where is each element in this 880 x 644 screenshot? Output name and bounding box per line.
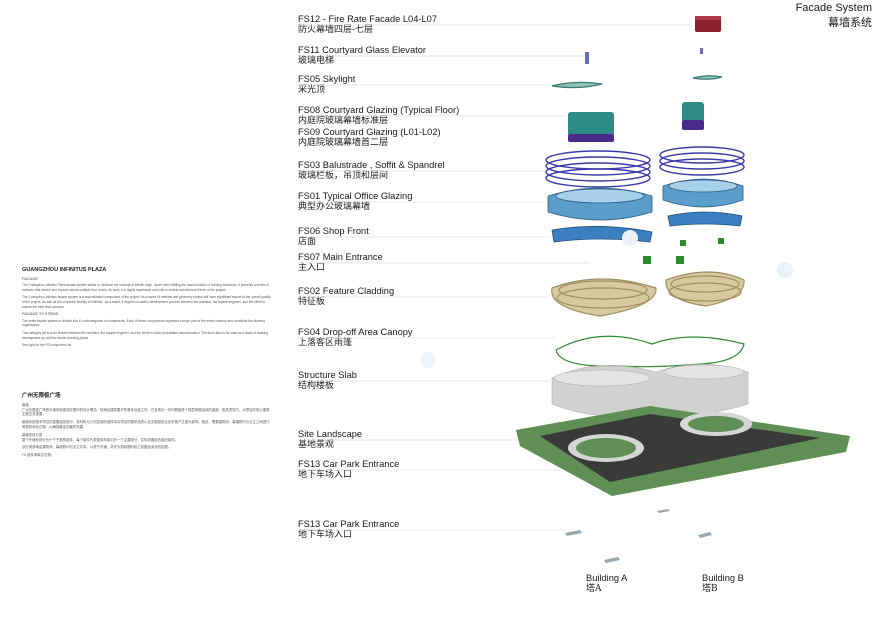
label-cn: 玻璃电梯 <box>298 56 335 66</box>
label-en: FS05 Skylight <box>298 74 356 84</box>
canopy-shape <box>555 335 745 368</box>
label-fs02: FS02 Feature Cladding 特征板 <box>298 286 394 308</box>
label-structure-slab: Structure Slab 结构楼板 <box>298 370 357 392</box>
label-en: FS02 Feature Cladding <box>298 286 395 296</box>
fire-facade-shape <box>695 16 721 32</box>
leader-lines <box>298 24 690 531</box>
label-cn: 地下车场入口 <box>298 470 353 480</box>
paragraph: The Guangzhou Infinitus Plaza façade sys… <box>22 283 269 292</box>
label-fs07: FS07 Main Entrance 主入口 <box>298 252 383 274</box>
label-fs01: FS01 Typical Office Glazing 典型办公玻璃幕墙 <box>298 191 412 213</box>
label-cn: 特征板 <box>298 297 326 307</box>
section-heading-facade: FACADE <box>22 275 39 281</box>
main-entrance-shape <box>643 256 684 264</box>
paragraph: 整个外墙系统分为十个子类别组件，每个组件代表整体构成中的一个主要部分，并构成图纸… <box>22 437 178 442</box>
label-en: FS13 Car Park Entrance <box>298 459 400 469</box>
label-cn: 典型办公玻璃幕墙 <box>298 202 371 212</box>
project-heading: GUANGZHOU INFINITUS PLAZA <box>22 267 107 273</box>
office-glazing-shape <box>547 178 744 221</box>
label-fs13: FS13 Car Park Entrance 地下车场入口 <box>298 459 399 481</box>
label-cn: 基地景观 <box>298 440 335 450</box>
paragraph: 广州无限极广场的外墙系统强调无限环的设计理念。除满足建筑围护的基本功能之外，它呈… <box>22 407 270 417</box>
label-en: Site Landscape <box>298 429 363 439</box>
courtyard-glazing-shape <box>568 102 704 142</box>
description-cn: 广州无限极广场 幕墙 广州无限极广场的外墙系统强调无限环的设计理念。除满足建筑围… <box>22 393 272 461</box>
label-en: Structure Slab <box>298 370 357 380</box>
watermark-stamps <box>420 230 793 368</box>
label-cn: 内庭院玻璃幕墙首二层 <box>298 138 389 148</box>
skylight-shape <box>551 75 723 89</box>
label-en: FS04 Drop-off Area Canopy <box>298 327 413 337</box>
label-en: FS09 Courtyard Glazing (L01-L02) <box>298 127 441 137</box>
label-cn: 防火幕墙四层-七层 <box>298 25 374 35</box>
label-cn: 上落客区雨篷 <box>298 338 353 348</box>
label-en: FS12 - Fire Rate Facade L04-L07 <box>298 14 438 24</box>
label-cn: 地下车场入口 <box>298 530 353 540</box>
label-cn: 结构楼板 <box>298 381 335 391</box>
label-en: FS01 Typical Office Glazing <box>298 191 413 201</box>
building-b-en: Building B <box>702 573 744 583</box>
label-fs09: FS09 Courtyard Glazing (L01-L02) 内庭院玻璃幕墙… <box>298 127 441 149</box>
label-fs03: FS03 Balustrade , Soffit & Spandrel 玻璃栏板… <box>298 160 445 182</box>
paragraph: 该分类清单由建筑师、幕墙顾问与业主共享，以便于沟通，并作为招标图阶段之前图纸深化… <box>22 445 172 450</box>
feature-cladding-shape <box>551 271 745 317</box>
label-fs12: FS12 - Fire Rate Facade L04-L07 防火幕墙四层-七… <box>298 14 437 36</box>
building-a-en: Building A <box>586 573 628 583</box>
label-en: FS03 Balustrade , Soffit & Spandrel <box>298 160 445 170</box>
label-cn: 玻璃栏板，吊顶和层间 <box>298 171 389 181</box>
label-cn: 店面 <box>298 237 317 247</box>
label-cn: 采光顶 <box>298 85 326 95</box>
description-en: GUANGZHOU INFINITUS PLAZA FACADE The Gua… <box>22 267 272 351</box>
balustrade-shape <box>545 146 745 188</box>
label-fs08: FS08 Courtyard Glazing (Typical Floor) 内… <box>298 105 459 127</box>
label-fs11: FS11 Courtyard Glass Elevator 玻璃电梯 <box>298 45 426 67</box>
paragraph: This category list is to be shared betwe… <box>22 330 269 340</box>
label-en: FS06 Shop Front <box>298 226 369 236</box>
label-en: FS07 Main Entrance <box>298 252 383 262</box>
structure-slab-shape <box>551 363 749 416</box>
page-title: Facade System <box>795 2 872 14</box>
label-fs13-lower: FS13 Car Park Entrance 地下车场入口 <box>298 519 399 541</box>
label-building-b: Building B 塔B <box>702 573 744 595</box>
project-heading-cn: 广州无限极广场 <box>22 393 61 399</box>
label-en: FS11 Courtyard Glass Elevator <box>298 45 426 55</box>
section-heading-systems-cn: 幕墙系统分类 <box>22 432 43 437</box>
car-park-entrance-shape <box>565 509 712 563</box>
section-heading-facade-cn: 幕墙 <box>22 402 29 407</box>
label-fs06: FS06 Shop Front 店面 <box>298 226 369 248</box>
site-landscape-shape <box>516 406 850 496</box>
paragraph: 幕墙系统是本项目的重要组成部分，其材料与几何控制的选择将对项目的整体品质以及无限… <box>22 420 270 429</box>
label-building-a: Building A 塔A <box>586 573 627 595</box>
label-cn: 内庭院玻璃幕墙标准层 <box>298 116 389 126</box>
page-title-cn: 幕墙系统 <box>828 16 872 29</box>
label-fs04: FS04 Drop-off Area Canopy 上落客区雨篷 <box>298 327 413 349</box>
elevator-shape <box>585 48 703 64</box>
label-fs05: FS05 Skylight 采光顶 <box>298 74 355 96</box>
building-b-cn: 塔B <box>702 584 718 594</box>
label-site-landscape: Site Landscape 基地景观 <box>298 429 362 451</box>
paragraph: The Guangzhou Infinitus façade system is… <box>22 295 271 309</box>
section-heading-systems: FACADE SYSTEMS <box>22 311 59 317</box>
paragraph: See right for the FS component list. <box>22 343 72 348</box>
building-a-cn: 塔A <box>586 584 602 594</box>
paragraph: FS 组件清单见右侧。 <box>22 453 55 458</box>
label-en: FS08 Courtyard Glazing (Typical Floor) <box>298 105 460 115</box>
paragraph: The entire façade system is divided into… <box>22 318 265 328</box>
label-cn: 主入口 <box>298 263 326 273</box>
label-en: FS13 Car Park Entrance <box>298 519 400 529</box>
